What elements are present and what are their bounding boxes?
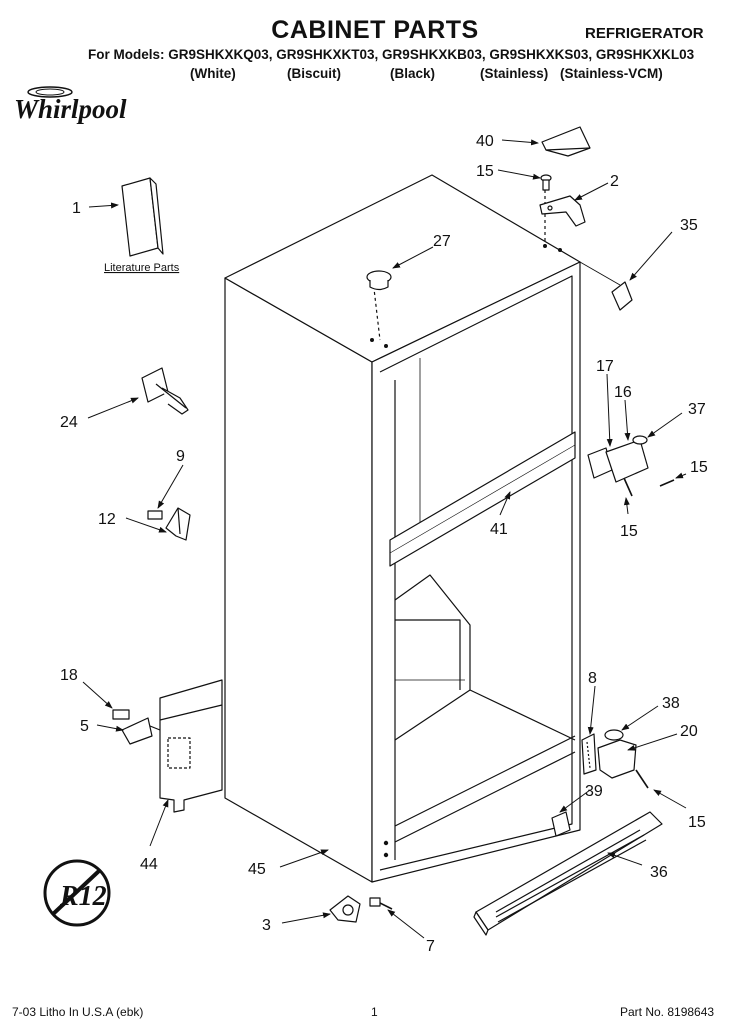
litho-note: 7-03 Litho In U.S.A (ebk) <box>12 1005 144 1019</box>
callout-41: 41 <box>490 521 508 538</box>
r12-seal <box>43 859 111 927</box>
page-title: CABINET PARTS <box>271 16 479 44</box>
callout-3: 3 <box>262 917 271 934</box>
literature-parts-label: Literature Parts <box>104 262 180 274</box>
callout-15-top: 15 <box>476 163 494 180</box>
callout-44: 44 <box>140 856 158 873</box>
callout-18: 18 <box>60 667 78 684</box>
callout-16: 16 <box>614 384 632 401</box>
callout-20: 20 <box>680 723 698 740</box>
callout-5: 5 <box>80 718 89 735</box>
callout-15-mid: 15 <box>620 523 638 540</box>
page-number: 1 <box>371 1005 378 1019</box>
r12-text: R12 <box>59 881 107 912</box>
leader-lines <box>82 139 687 939</box>
callout-24: 24 <box>60 414 78 431</box>
callout-40: 40 <box>476 133 494 150</box>
part-39-clip <box>551 811 571 837</box>
variant-stainless: (Stainless) <box>480 66 549 81</box>
logo-text: Whirlpool <box>14 94 127 124</box>
part-24-bolt <box>141 367 189 415</box>
callout-37: 37 <box>688 401 706 418</box>
callout-27: 27 <box>433 233 451 250</box>
part-12-left-hinge <box>147 507 191 541</box>
part-7-screw <box>369 897 393 910</box>
literature-part-1 <box>121 177 164 257</box>
callout-15-mid-right: 15 <box>690 459 708 476</box>
callout-36: 36 <box>650 864 668 881</box>
callout-8: 8 <box>588 670 597 687</box>
part-44-bracket <box>159 679 223 813</box>
variant-stainless-vcm: (Stainless-VCM) <box>560 66 663 81</box>
part-3-roller <box>329 895 361 923</box>
models-line: For Models: GR9SHKXKQ03, GR9SHKXKT03, GR… <box>88 47 695 62</box>
callout-12: 12 <box>98 511 116 528</box>
logo-swoosh <box>27 86 73 98</box>
appliance-label: REFRIGERATOR <box>585 25 704 42</box>
callout-7: 7 <box>426 938 435 955</box>
whirlpool-logo: Whirlpool <box>14 86 127 124</box>
part-number: Part No. 8198643 <box>620 1005 715 1019</box>
part-36-toe-grille <box>473 811 663 936</box>
part-27-plug <box>366 270 392 291</box>
callout-9: 9 <box>176 448 185 465</box>
callout-45: 45 <box>248 861 266 878</box>
part-40-cover <box>541 126 591 157</box>
logo-swoosh-inner <box>35 88 65 96</box>
part-35-hinge-cap <box>611 281 633 311</box>
callout-15-bottom: 15 <box>688 814 706 831</box>
part-8-20-lower-right-hinge <box>581 729 649 789</box>
variant-biscuit: (Biscuit) <box>287 66 341 81</box>
callout-39: 39 <box>585 783 603 800</box>
part-15-screw-top <box>540 174 552 191</box>
part-2-top-hinge <box>539 195 586 227</box>
cabinet-body <box>224 174 621 883</box>
callout-1: 1 <box>72 200 81 217</box>
part-17-16-center-hinge <box>587 435 675 497</box>
variant-white: (White) <box>190 66 236 81</box>
variant-black: (Black) <box>390 66 436 81</box>
callout-2: 2 <box>610 173 619 190</box>
callout-35: 35 <box>680 217 698 234</box>
callout-38: 38 <box>662 695 680 712</box>
callout-17: 17 <box>596 358 614 375</box>
part-5-18-lower-left-hinge <box>112 709 161 745</box>
